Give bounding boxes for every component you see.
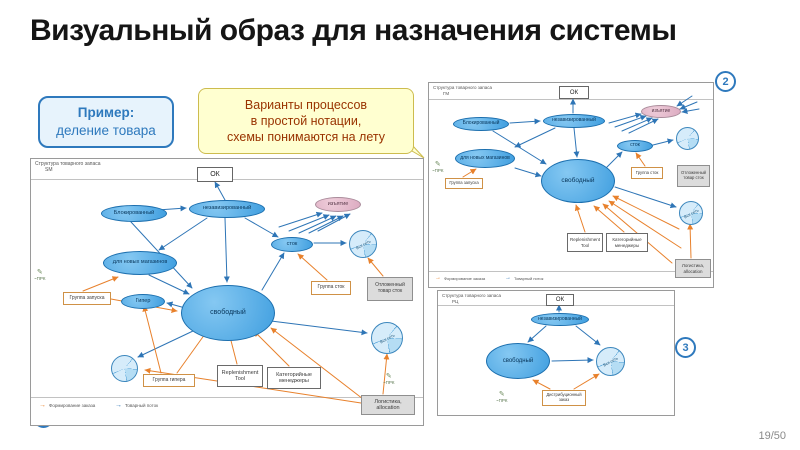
example-body: деление товара: [56, 123, 156, 138]
prk-marker: ✎ ~ПРК: [383, 373, 395, 386]
divider: [429, 271, 713, 272]
legend-order: → Формирование заказа: [435, 275, 485, 281]
panel-2-subtitle: ГМ: [443, 90, 450, 96]
node-free: свободный: [541, 159, 615, 203]
legend-order-label: Формирование заказа: [49, 403, 96, 408]
legend-flow-label: Товарный поток: [125, 403, 159, 408]
panel-1-subtitle: SM: [45, 167, 53, 174]
box-launch-group: Группа запуска: [63, 292, 111, 305]
pie-node: Вся сеть: [371, 322, 403, 354]
legend-flow-label: Товарный поток: [514, 275, 544, 281]
box-deferred-stock: Отложенный товар сток: [677, 165, 710, 187]
panel-2-screenshot: Структура товарного запаса ГМ: [428, 82, 714, 288]
orange-arrow-icon: →: [39, 402, 46, 409]
pie-node: [676, 127, 699, 150]
box-replenishment-tool: Replenishment Tool: [567, 233, 603, 252]
panel-3-header: Структура товарного запаса РЦ: [442, 293, 501, 304]
callout-line1: Варианты процессов: [244, 97, 368, 112]
box-category-managers: Категорийные менеджеры: [267, 367, 321, 389]
orange-arrow-icon: →: [435, 275, 441, 281]
panel-1-header: Структура товарного запаса SM: [35, 161, 101, 174]
node-free: свободный: [486, 343, 550, 379]
panel-2-header-text: Структура товарного запаса: [433, 85, 492, 90]
prk-label: ~ПРК: [432, 167, 444, 173]
node-hyper: Гипер: [121, 294, 165, 309]
legend-order: → Формирование заказа: [39, 402, 95, 409]
box-stock-group: Группа сток: [311, 281, 351, 295]
prk-label: ~ПРК: [383, 379, 395, 385]
divider: [31, 397, 423, 398]
node-unapproved: незавизированный: [189, 200, 265, 218]
node-blocked: Блокированный: [453, 117, 509, 131]
box-replenishment-tool: Replenishment Tool: [217, 365, 263, 387]
slide-title: Визуальный образ для назначения системы: [30, 14, 677, 47]
node-withdraw: изъятие: [641, 105, 681, 118]
pie-node: [111, 355, 138, 382]
pencil-icon: ✎: [385, 373, 392, 380]
node-blocked: Блокированный: [101, 205, 167, 222]
callout-line3: схемы понимаются на лету: [227, 130, 385, 145]
prk-label: ~ПРК: [34, 275, 46, 281]
node-new-stores: для новых магазинов: [103, 251, 177, 275]
pencil-icon: ✎: [434, 161, 441, 168]
blue-arrow-icon: →: [505, 275, 511, 281]
prk-marker: ✎ ~ПРК: [34, 269, 46, 282]
panel-1-screenshot: Структура товарного запаса SM: [30, 158, 424, 426]
box-logistics: Логистика, allocation: [675, 259, 711, 278]
ok-box: ОК: [559, 86, 589, 99]
panel-3-screenshot: Структура товарного запаса РЦ ОК незавиз…: [437, 290, 675, 416]
prk-marker: ✎ ~ПРК: [496, 391, 508, 404]
node-withdraw: изъятие: [315, 197, 361, 212]
node-stock: сток: [271, 237, 313, 252]
ok-box: ОК: [197, 167, 233, 182]
box-logistics: Логистика, allocation: [361, 395, 415, 415]
badge-3: 3: [675, 337, 696, 358]
blue-arrow-icon: →: [115, 402, 122, 409]
node-unapproved: незавизированный: [543, 114, 605, 128]
pencil-icon: ✎: [498, 391, 505, 398]
connector-arrows: [527, 304, 601, 390]
badge-2: 2: [715, 71, 736, 92]
callout-line2: в простой нотации,: [250, 113, 362, 128]
box-hyper-group: Группа гипера: [143, 374, 195, 387]
legend-order-label: Формирование заказа: [444, 275, 486, 281]
pie-node: Вся сеть: [349, 230, 377, 258]
callout-bubble: Варианты процессов в простой нотации, сх…: [198, 88, 414, 154]
node-stock: сток: [617, 140, 653, 152]
panel-3-header-text: Структура товарного запаса: [442, 293, 501, 298]
panel-1-header-text: Структура товарного запаса: [35, 161, 101, 167]
panel-2-header: Структура товарного запаса ГМ: [433, 85, 492, 96]
legend-flow: → Товарный поток: [115, 402, 158, 409]
box-distribution-order: Дистрибуционный заказ: [542, 390, 586, 406]
box-deferred-stock: Отложенный товар сток: [367, 277, 413, 301]
node-free: свободный: [181, 285, 275, 341]
node-unapproved: незавизированный: [531, 313, 589, 326]
box-launch-group: Группа запуска: [445, 178, 483, 189]
node-new-stores: для новых магазинов: [455, 149, 515, 168]
example-heading: Пример:: [77, 104, 135, 120]
example-box: Пример: деление товара: [38, 96, 174, 148]
pie-node: Вся сеть: [679, 201, 703, 225]
legend-flow: → Товарный поток: [505, 275, 543, 281]
panel-3-subtitle: РЦ: [452, 298, 459, 304]
prk-marker: ✎ ~ПРК: [432, 161, 444, 174]
pencil-icon: ✎: [36, 269, 43, 276]
box-stock-group: Группа сток: [631, 167, 663, 179]
prk-label: ~ПРК: [496, 397, 508, 403]
pie-node: Вся сеть: [596, 347, 625, 376]
ok-box: ОК: [546, 294, 574, 306]
page-number: 19/50: [758, 430, 786, 442]
box-category-managers: Категорийные менеджеры: [606, 233, 648, 252]
